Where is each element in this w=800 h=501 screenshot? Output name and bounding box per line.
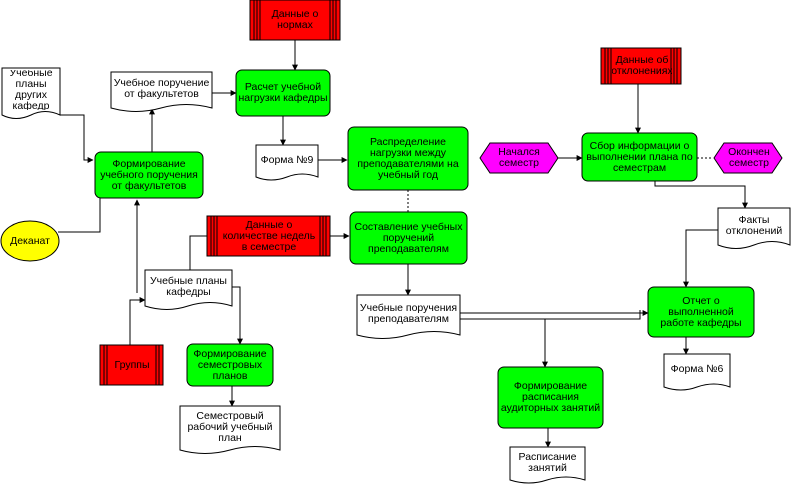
conn-poruchenia-to-otchet-2 xyxy=(460,310,641,320)
label-sostavlenie: Составление учебных поручений преподават… xyxy=(354,220,463,255)
event-okonchen xyxy=(713,142,783,174)
data-store-gruppy xyxy=(99,344,164,386)
label-formirovanie-rasp: Формирование расписания аудиторных занят… xyxy=(500,380,601,414)
label-dekanat: Деканат xyxy=(10,234,50,247)
label-formirovanie-fak: Формирование учебного поручения от факул… xyxy=(100,157,198,192)
label-raspisanie: Расписание занятий xyxy=(518,450,577,474)
label-uchebnye-plany-kafedry: Учебные планы кафедры xyxy=(150,275,227,298)
label-forma9: Форма №9 xyxy=(260,153,314,166)
conn-plany-to-formirovanie-sem xyxy=(232,286,243,345)
data-store-otkloneniya xyxy=(600,47,682,85)
document-raspisanie xyxy=(509,446,586,484)
document-forma6 xyxy=(663,353,731,391)
label-fakty: Факты отклонений xyxy=(725,213,783,237)
function-formirovanie-rasp xyxy=(497,366,604,429)
document-uchebnye-plany-drugih xyxy=(1,67,61,119)
conn-fakty-to-otchet xyxy=(683,229,718,288)
label-formirovanie-sem: Формирование семестровых планов xyxy=(193,347,267,382)
label-uchebnye-plany-drugih: Учебные планы других кафедр xyxy=(9,70,53,110)
label-sbor: Сбор информации о выполнении плана по се… xyxy=(586,139,693,174)
function-sostavlenie xyxy=(349,211,468,265)
label-nedeli: Данные о количестве недель в семестре xyxy=(222,218,316,253)
label-raspredelenie: Распределение нагрузки между преподавате… xyxy=(357,135,459,181)
document-semestrovyi-plan xyxy=(179,405,281,454)
label-gruppy: Группы xyxy=(114,358,150,371)
label-otkloneniya: Данные об отклонениях xyxy=(612,54,672,77)
label-raschet: Расчет учебной нагрузки кафедры xyxy=(238,81,328,104)
function-raschet xyxy=(235,69,331,117)
function-otchet xyxy=(647,286,755,338)
conn-nedeli-to-plany xyxy=(189,235,207,270)
label-nachalsya: Начался семестр xyxy=(498,146,540,169)
label-uchebnoe-poruchenie-fak: Учебное поручение от факультетов xyxy=(113,77,210,100)
document-fakty xyxy=(717,207,791,249)
function-raspredelenie xyxy=(347,126,469,191)
document-uchebnoe-poruchenie-fak xyxy=(110,71,213,112)
document-uchebnye-plany-kafedry xyxy=(144,269,233,310)
label-uchebnye-porucheniya-prep: Учебные поручения преподавателям xyxy=(359,302,458,325)
label-semestrovyi-plan: Семестровый рабочий учебный план xyxy=(187,409,273,444)
document-forma9 xyxy=(255,144,319,181)
label-otchet: Отчет о выполненной работе кафедры xyxy=(660,294,742,329)
conn-drugih-to-formirovanie xyxy=(60,114,94,163)
label-forma6: Форма №6 xyxy=(670,363,724,375)
event-nachalsya xyxy=(479,142,559,174)
conn-gruppy-to-plany xyxy=(129,297,146,345)
label-normy: Данные о нормах xyxy=(271,8,319,31)
conn-dekanat-to-formirovanie xyxy=(58,198,101,233)
function-formirovanie-fak xyxy=(94,151,204,199)
connectors xyxy=(58,40,748,448)
function-sbor xyxy=(581,132,698,182)
conn-sbor-to-fakty xyxy=(654,181,748,209)
data-store-normy xyxy=(249,0,341,41)
document-uchebnye-porucheniya-prep xyxy=(356,294,461,339)
org-dekanat xyxy=(0,220,60,262)
label-okonchen: Окончен семестр xyxy=(728,146,770,169)
data-store-nedeli xyxy=(206,215,331,257)
function-formirovanie-sem xyxy=(186,343,274,387)
